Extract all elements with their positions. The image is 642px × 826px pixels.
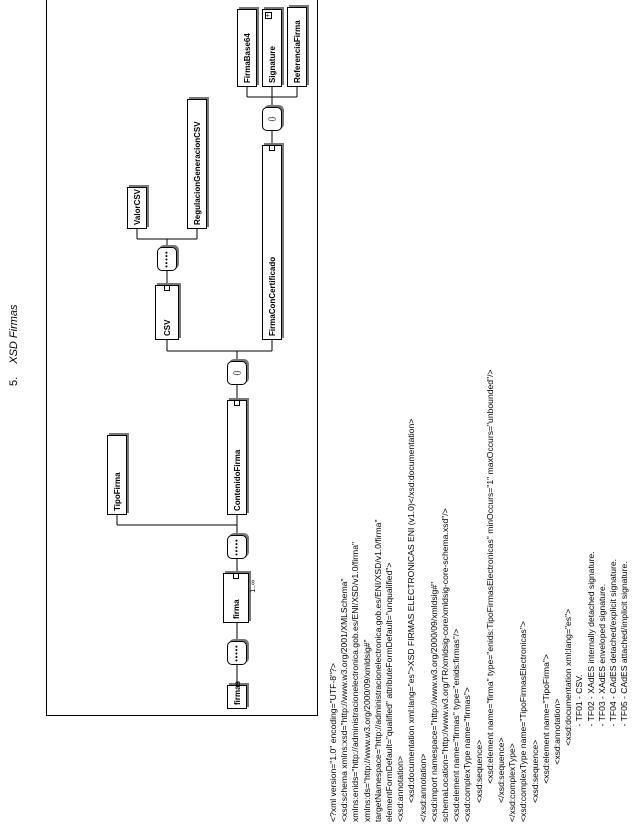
compositor-choice-1: {} <box>227 361 247 385</box>
expand-icon <box>234 400 240 406</box>
code-line: <xsd:element name="firma" type="enids:Ti… <box>484 369 495 822</box>
code-line: xmlns:enids="http://administracionelectr… <box>350 541 361 822</box>
sequence-icon: ••••• <box>163 250 171 268</box>
code-line: <xsd:element name="firmas" type="enids:f… <box>451 628 462 822</box>
node-tipofirma: TipoFirma <box>107 435 127 515</box>
code-line: - TF03 - XAdES enveloped signature. <box>596 583 607 822</box>
code-line: - TF02 - XAdES internally detached signa… <box>585 551 596 822</box>
plus-icon: + <box>265 12 272 19</box>
node-signature: Signature + <box>262 9 282 87</box>
code-line: <xsd:complexType name="TipoFirmasElectro… <box>518 621 529 822</box>
code-line: <xsd:documentation xml:lang="es">XSD FIR… <box>406 418 417 822</box>
code-line: <xsd:sequence> <box>473 739 484 822</box>
node-firma-cardinality: 1..∞ <box>250 580 257 593</box>
node-valorcsv: ValorCSV <box>127 187 147 229</box>
schema-diagram: firmas ••••• firma 1..∞ ••••• TipoFirma … <box>46 0 318 716</box>
code-line: <xsd:documentation xml:lang="es"> <box>563 608 574 822</box>
code-line: <xsd:element name="TipoFirma"> <box>540 654 551 822</box>
node-referenciafirma: ReferenciaFirma <box>287 7 307 87</box>
node-firmas-label: firmas <box>232 680 242 705</box>
compositor-sequence-3: ••••• <box>157 247 177 271</box>
node-contenidofirma-label: ContenidoFirma <box>232 449 242 511</box>
code-line: xmlns:ds="http://www.w3.org/2000/09/xmld… <box>361 639 372 822</box>
node-firmaconcertificado: FirmaConCertificado <box>262 145 282 340</box>
node-csv: CSV <box>155 285 179 340</box>
code-line: - TF05 - CAdES attached/implicit signatu… <box>619 561 630 822</box>
compositor-choice-2: {} <box>262 107 282 131</box>
node-csv-label: CSV <box>162 319 172 336</box>
code-line: - TF01 - CSV. <box>574 674 585 822</box>
node-firma: firma 1..∞ <box>223 573 257 623</box>
section-number: 5. <box>8 376 20 386</box>
node-valorcsv-label: ValorCSV <box>132 188 142 225</box>
node-tipofirma-label: TipoFirma <box>112 472 122 511</box>
code-line: elementFormDefault="qualified" attribute… <box>384 562 395 822</box>
code-line: <xsd:import namespace="http://www.w3.org… <box>428 581 439 822</box>
section-title: XSD Firmas <box>8 304 20 364</box>
xsd-code-listing: <?xml version="1.0" encoding="UTF-8"?><x… <box>328 2 638 822</box>
node-regulacioncsv: RegulacionGeneracionCSV <box>187 99 207 229</box>
node-signature-label: Signature <box>267 46 277 83</box>
node-contenidofirma: ContenidoFirma <box>227 400 247 515</box>
node-firmabase64: FirmaBase64 <box>237 9 257 87</box>
expand-icon <box>233 573 239 579</box>
code-line: <xsd:annotation> <box>395 756 406 822</box>
expand-icon <box>269 145 275 151</box>
code-line: </xsd:sequence> <box>496 737 507 822</box>
node-firmas: firmas <box>227 681 247 709</box>
code-line: schemaLocation="http://www.w3.org/TR/xml… <box>440 508 451 822</box>
node-firmaconcertificado-label: FirmaConCertificado <box>267 256 277 336</box>
compositor-sequence-2: ••••• <box>227 535 247 559</box>
code-line: - TF04 - CAdES detached/explicit signatu… <box>608 558 619 822</box>
choice-icon: {} <box>268 116 276 122</box>
section-heading: 5. XSD Firmas <box>8 304 20 386</box>
node-referenciafirma-label: ReferenciaFirma <box>292 20 302 83</box>
diagram-connectors <box>116 87 298 685</box>
node-regulacioncsv-label: RegulacionGeneracionCSV <box>192 121 202 225</box>
code-line: <xsd:complexType name="firmas"> <box>462 687 473 822</box>
code-line: <xsd:schema xmlns:xsd="http://www.w3.org… <box>339 578 350 823</box>
sequence-icon: ••••• <box>233 538 241 556</box>
code-line: targetNamespace="http://administracionel… <box>372 519 383 823</box>
code-line: </xsd:annotation> <box>417 753 428 822</box>
compositor-sequence-1: ••••• <box>227 641 247 665</box>
sequence-icon: ••••• <box>233 644 241 662</box>
code-line: <?xml version="1.0" encoding="UTF-8"?> <box>328 663 338 822</box>
code-line: <xsd:annotation> <box>552 698 563 822</box>
choice-icon: {} <box>233 370 241 376</box>
node-firmabase64-label: FirmaBase64 <box>242 33 252 83</box>
expand-icon <box>164 285 170 291</box>
code-line: </xsd:complexType> <box>507 743 518 822</box>
node-firma-label: firma <box>231 599 241 619</box>
code-line: <xsd:sequence> <box>529 739 540 822</box>
